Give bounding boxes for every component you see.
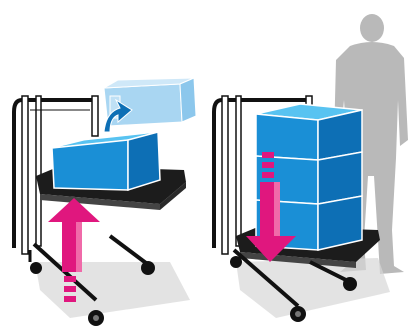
panel-lower-down	[214, 14, 408, 322]
wheel	[343, 277, 357, 291]
wheel	[230, 256, 242, 268]
panel-lift-up	[14, 78, 196, 326]
wheel	[30, 262, 42, 274]
box-on-platform	[52, 132, 160, 190]
wheel	[141, 261, 155, 275]
ground-shadow	[236, 258, 390, 318]
ground-shadow	[35, 262, 190, 318]
